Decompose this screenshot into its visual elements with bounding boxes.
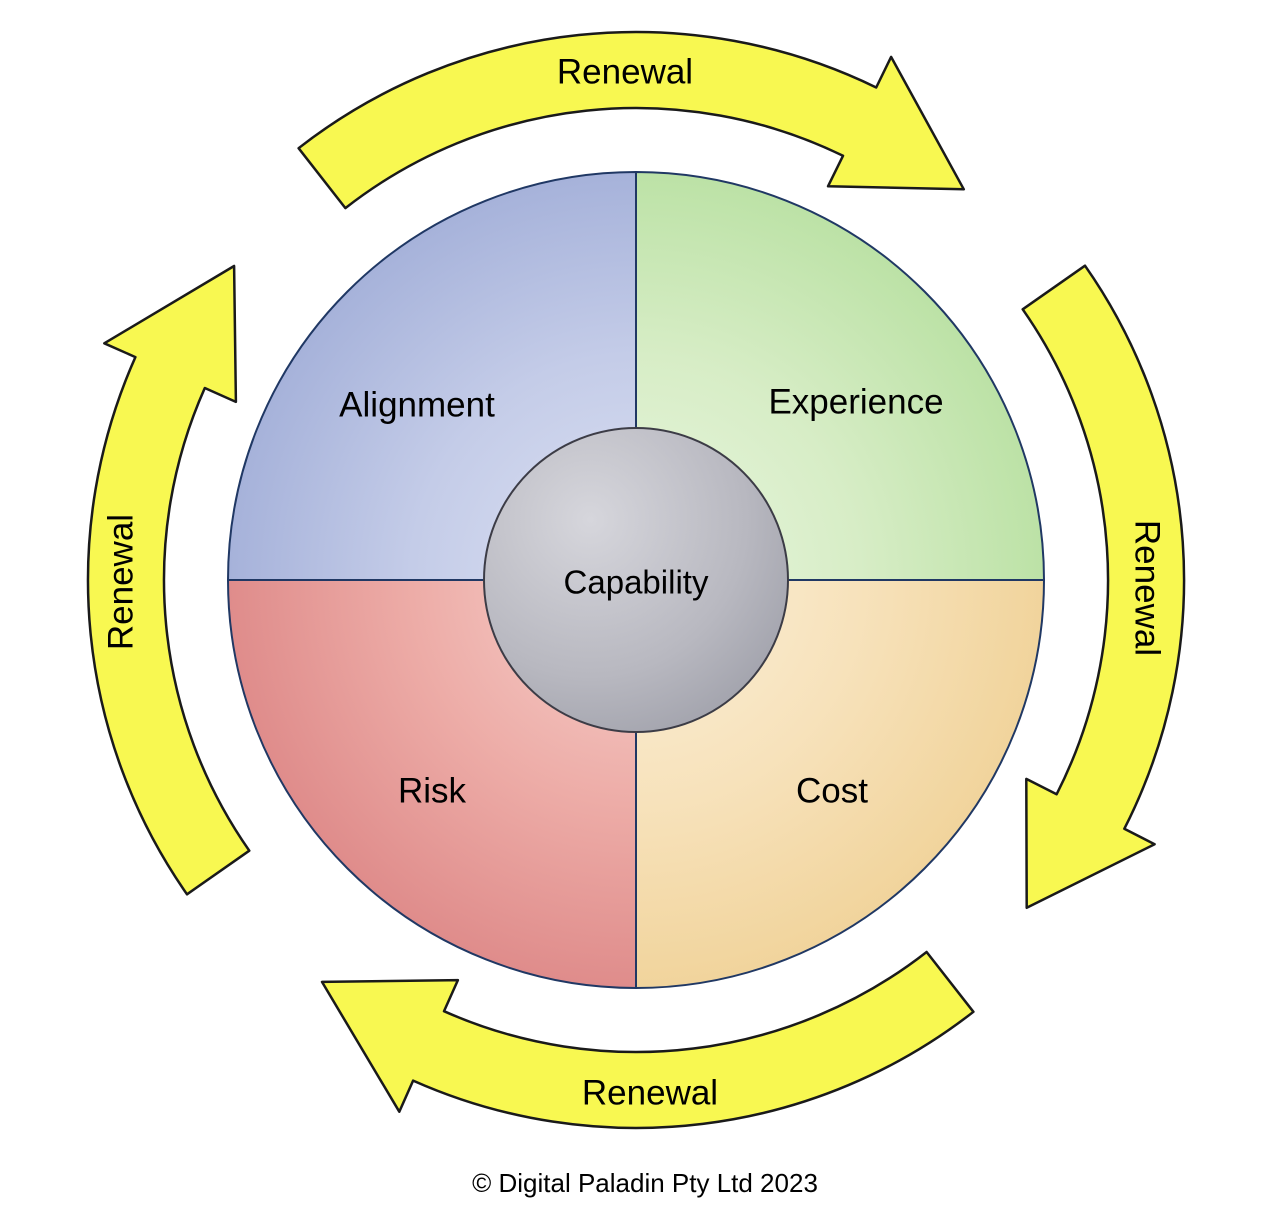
copyright-text: © Digital Paladin Pty Ltd 2023 [472, 1168, 818, 1198]
renewal-arrow-bottom [320, 950, 975, 1130]
risk-label: Risk [398, 772, 467, 811]
renewal-arrow-top [297, 30, 966, 210]
capability-center-circle [483, 427, 789, 733]
renewal-label-bottom: Renewal [582, 1074, 718, 1113]
renewal-label-right: Renewal [1128, 520, 1167, 656]
cost-label: Cost [796, 772, 868, 811]
renewal-arrow-left [86, 264, 251, 896]
capability-wheel [227, 171, 1045, 989]
capability-label: Capability [564, 564, 709, 601]
renewal-cycle-arrows [86, 30, 1186, 1130]
experience-label: Experience [768, 383, 943, 422]
diagram-labels: Alignment Experience Cost Risk Capabilit… [102, 53, 1167, 1113]
alignment-label: Alignment [339, 386, 495, 425]
renewal-label-left: Renewal [102, 514, 141, 650]
renewal-arrow-right [1021, 264, 1186, 910]
renewal-label-top: Renewal [557, 53, 693, 92]
